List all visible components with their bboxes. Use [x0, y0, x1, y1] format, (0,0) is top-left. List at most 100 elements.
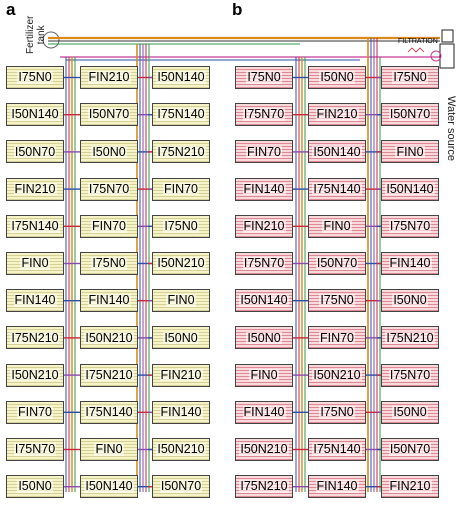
plot-treatment-label: I75N0: [17, 70, 53, 85]
plot-treatment-label: I50N140: [156, 70, 206, 85]
plot-panel-a-c3-r7: FIN0: [152, 289, 210, 313]
plot-treatment-label: FIN0: [94, 442, 124, 457]
plot-panel-a-c1-r3: I50N70: [6, 140, 64, 164]
plot-panel-a-c3-r10: FIN140: [152, 400, 210, 424]
plot-panel-b-c1-r9: FIN0: [235, 363, 293, 387]
plot-panel-a-c2-r1: FIN210: [80, 66, 138, 89]
plot-panel-b-c2-r4: I75N140: [308, 177, 366, 201]
plot-treatment-label: I50N70: [388, 442, 432, 457]
plot-panel-b-c3-r4: I50N140: [381, 177, 439, 201]
plot-panel-a-c1-r9: I50N210: [6, 363, 64, 387]
plot-panel-a-c3-r4: FIN70: [152, 177, 210, 201]
fertilizer-tank-label: Fertilizer tank: [25, 15, 47, 54]
plot-panel-b-c1-r2: I75N70: [235, 103, 293, 127]
plot-treatment-label: I50N0: [163, 330, 199, 345]
plot-treatment-label: I50N140: [312, 144, 362, 159]
plot-panel-b-c1-r12: I75N210: [235, 475, 293, 499]
plot-panel-a-c2-r9: I75N210: [80, 363, 138, 387]
plot-panel-a-c2-r11: FIN0: [80, 438, 138, 461]
plot-treatment-label: FIN140: [159, 405, 203, 420]
plot-treatment-label: I75N70: [242, 256, 286, 271]
plot-treatment-label: I50N70: [315, 256, 359, 271]
plot-treatment-label: FIN0: [322, 219, 352, 234]
plot-treatment-label: I75N0: [163, 219, 199, 234]
plot-panel-b-c2-r2: FIN210: [308, 103, 366, 127]
plot-treatment-label: I50N0: [392, 405, 428, 420]
fertilizer-label-line1: Fertilizer: [25, 15, 36, 54]
plot-treatment-label: FIN70: [16, 405, 54, 420]
plot-treatment-label: FIN210: [388, 479, 432, 494]
filtration-label: FILTRATION: [398, 38, 438, 45]
water-source-label: Water source: [445, 96, 457, 162]
plot-panel-b-c1-r8: I50N0: [235, 326, 293, 350]
plot-treatment-label: I50N140: [385, 181, 435, 196]
panel-a-label: a: [6, 0, 16, 19]
plot-panel-b-c2-r7: I75N0: [308, 289, 366, 313]
plot-treatment-label: I50N70: [159, 479, 203, 494]
plot-panel-b-c3-r10: I50N0: [381, 400, 439, 424]
plot-treatment-label: I75N0: [246, 70, 282, 85]
fertilizer-tank-icon: [42, 31, 60, 49]
plot-panel-a-c1-r10: FIN70: [6, 400, 64, 424]
plot-panel-a-c2-r7: FIN140: [80, 289, 138, 313]
plot-treatment-label: I75N210: [239, 479, 289, 494]
panel-b-label: b: [232, 0, 243, 19]
plot-treatment-label: I50N210: [239, 442, 289, 457]
plot-panel-b-c2-r1: I50N0: [308, 66, 366, 89]
plot-panel-b-c1-r6: I75N70: [235, 252, 293, 275]
plot-treatment-label: I75N70: [87, 181, 131, 196]
pump-box: [441, 29, 454, 43]
plot-panel-a-c1-r1: I75N0: [6, 66, 64, 89]
plot-panel-b-c1-r3: FIN70: [235, 140, 293, 164]
plot-panel-a-c1-r7: FIN140: [6, 289, 64, 313]
plot-treatment-label: I50N210: [312, 367, 362, 382]
plot-panel-a-c2-r6: I75N0: [80, 252, 138, 275]
plot-panel-b-c3-r8: I75N210: [381, 326, 439, 350]
plot-panel-b-c3-r11: I50N70: [381, 438, 439, 461]
plot-panel-a-c3-r5: I75N0: [152, 214, 210, 238]
plot-treatment-label: I75N210: [156, 144, 206, 159]
plot-panel-a-c1-r6: FIN0: [6, 252, 64, 275]
plot-treatment-label: I75N140: [84, 405, 134, 420]
plot-treatment-label: FIN70: [318, 330, 356, 345]
plot-panel-b-c1-r1: I75N0: [235, 66, 293, 89]
plot-panel-b-c1-r4: FIN140: [235, 177, 293, 201]
plot-treatment-label: I75N0: [91, 256, 127, 271]
plot-panel-b-c2-r9: I50N210: [308, 363, 366, 387]
plot-treatment-label: I75N140: [156, 107, 206, 122]
plot-treatment-label: FIN140: [87, 293, 131, 308]
drip-connectors: [64, 76, 381, 488]
plot-treatment-label: I50N70: [87, 107, 131, 122]
plot-panel-a-c2-r10: I75N140: [80, 400, 138, 424]
plot-panel-b-c2-r6: I50N70: [308, 252, 366, 275]
plot-treatment-label: I50N0: [392, 293, 428, 308]
plot-treatment-label: FIN70: [162, 181, 200, 196]
plot-panel-b-c3-r2: I50N70: [381, 103, 439, 127]
plot-treatment-label: FIN140: [315, 479, 359, 494]
plot-panel-b-c1-r5: FIN210: [235, 214, 293, 238]
plot-treatment-label: FIN210: [13, 181, 57, 196]
plot-treatment-label: FIN0: [20, 256, 50, 271]
plot-treatment-label: FIN210: [87, 70, 131, 85]
plot-panel-b-c2-r10: I75N0: [308, 400, 366, 424]
plot-treatment-label: I50N0: [91, 144, 127, 159]
plot-treatment-label: FIN0: [395, 144, 425, 159]
plot-treatment-label: I75N210: [385, 330, 435, 345]
plot-treatment-label: I50N140: [10, 107, 60, 122]
plot-treatment-label: I50N0: [246, 330, 282, 345]
plot-treatment-label: I50N70: [388, 107, 432, 122]
plot-panel-a-c3-r6: I50N210: [152, 252, 210, 275]
plot-treatment-label: I75N70: [388, 367, 432, 382]
fertilizer-label-line2: tank: [35, 25, 47, 45]
plot-treatment-label: FIN70: [90, 219, 128, 234]
plot-treatment-label: I75N140: [312, 442, 362, 457]
plot-panel-a-c1-r2: I50N140: [6, 103, 64, 127]
plot-treatment-label: I75N70: [388, 219, 432, 234]
plot-treatment-label: I50N0: [319, 70, 355, 85]
filter-icon: [430, 50, 442, 62]
plot-panel-b-c3-r9: I75N70: [381, 363, 439, 387]
plot-panel-a-c2-r5: FIN70: [80, 214, 138, 238]
plot-treatment-label: I75N70: [13, 442, 57, 457]
